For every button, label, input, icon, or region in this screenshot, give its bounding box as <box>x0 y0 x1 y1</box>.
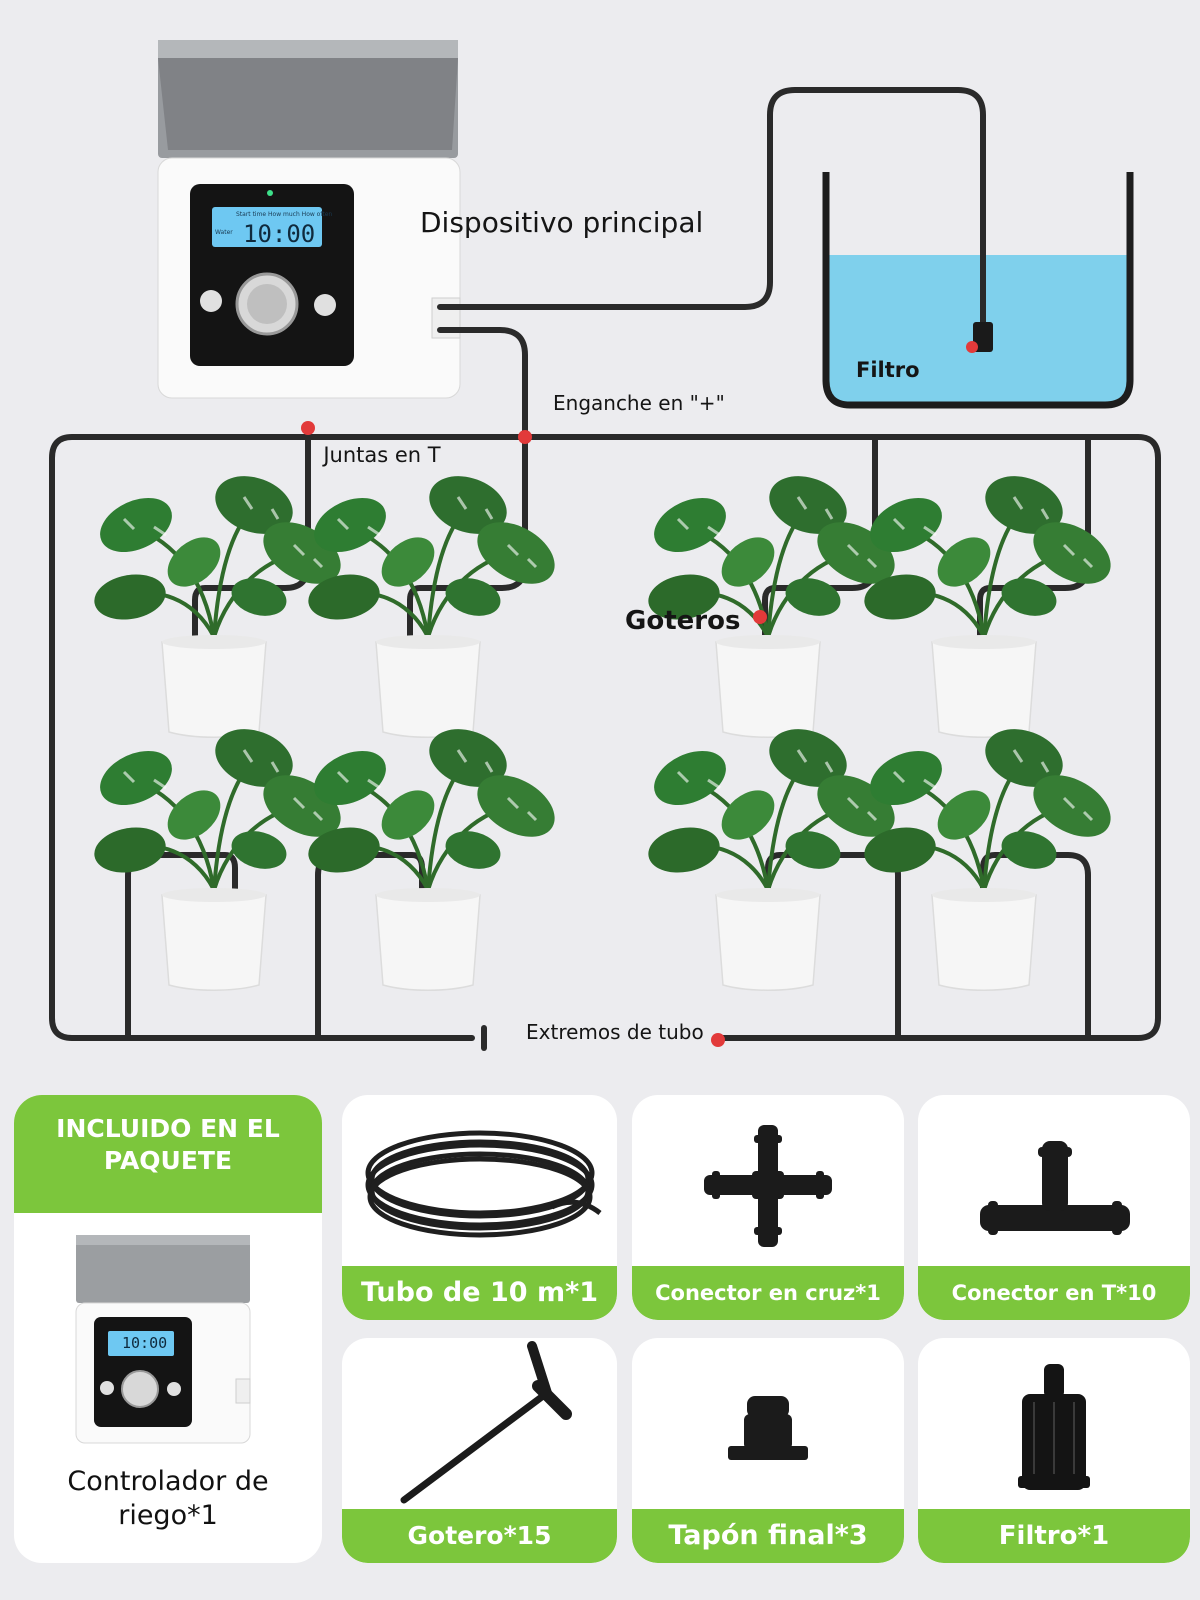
water-tank <box>822 172 1134 409</box>
item-card-endcap: Tapón final*3 <box>632 1338 904 1563</box>
lcd-header: Start time How much How often <box>236 211 332 218</box>
item-label-filter: Filtro*1 <box>918 1509 1190 1563</box>
controller-image <box>75 1235 251 1444</box>
item-label-tube: Tubo de 10 m*1 <box>342 1266 617 1320</box>
item-card-dripper: Gotero*15 <box>342 1338 617 1563</box>
item-label-cross: Conector en cruz*1 <box>632 1266 904 1320</box>
item-label-endcap: Tapón final*3 <box>632 1509 904 1563</box>
tube-coil-icon <box>365 1130 602 1238</box>
item-card-filter: Filtro*1 <box>918 1338 1190 1563</box>
label-tube-ends: Extremos de tubo <box>526 1020 704 1044</box>
label-t-joints: Juntas en T <box>323 443 441 467</box>
item-label-dripper: Gotero*15 <box>342 1509 617 1563</box>
item-label-t: Conector en T*10 <box>918 1266 1190 1320</box>
label-main-device: Dispositivo principal <box>420 206 704 239</box>
label-cross-hook: Enganche en "+" <box>553 391 725 415</box>
filter-icon <box>1018 1364 1090 1490</box>
controller-label: Controlador de riego*1 <box>67 1466 269 1531</box>
potted-plants <box>88 463 1124 993</box>
submerged-filter <box>973 322 993 352</box>
main-device <box>157 40 461 399</box>
label-drippers: Goteros <box>625 606 741 636</box>
dripper-stake-icon <box>400 1341 572 1504</box>
end-cap-icon <box>728 1396 808 1460</box>
item-card-t: Conector en T*10 <box>918 1095 1190 1320</box>
cross-connector-icon <box>704 1125 832 1247</box>
lcd-side-label: Water <box>215 229 233 236</box>
callout-markers <box>301 341 978 1047</box>
lcd-time: 10:00 <box>243 220 315 248</box>
item-card-tube: Tubo de 10 m*1 <box>342 1095 617 1320</box>
controller-lcd-time: 10:00 <box>122 1334 168 1352</box>
item-card-cross: Conector en cruz*1 <box>632 1095 904 1320</box>
t-connector-icon <box>980 1141 1130 1235</box>
package-panel: INCLUIDO EN EL PAQUETE 10:00 Controlador… <box>14 1095 322 1563</box>
label-filter: Filtro <box>856 358 920 382</box>
package-title: INCLUIDO EN EL PAQUETE <box>14 1095 322 1213</box>
irrigation-diagram: Start time How much How often Water 10:0… <box>49 40 1161 1051</box>
